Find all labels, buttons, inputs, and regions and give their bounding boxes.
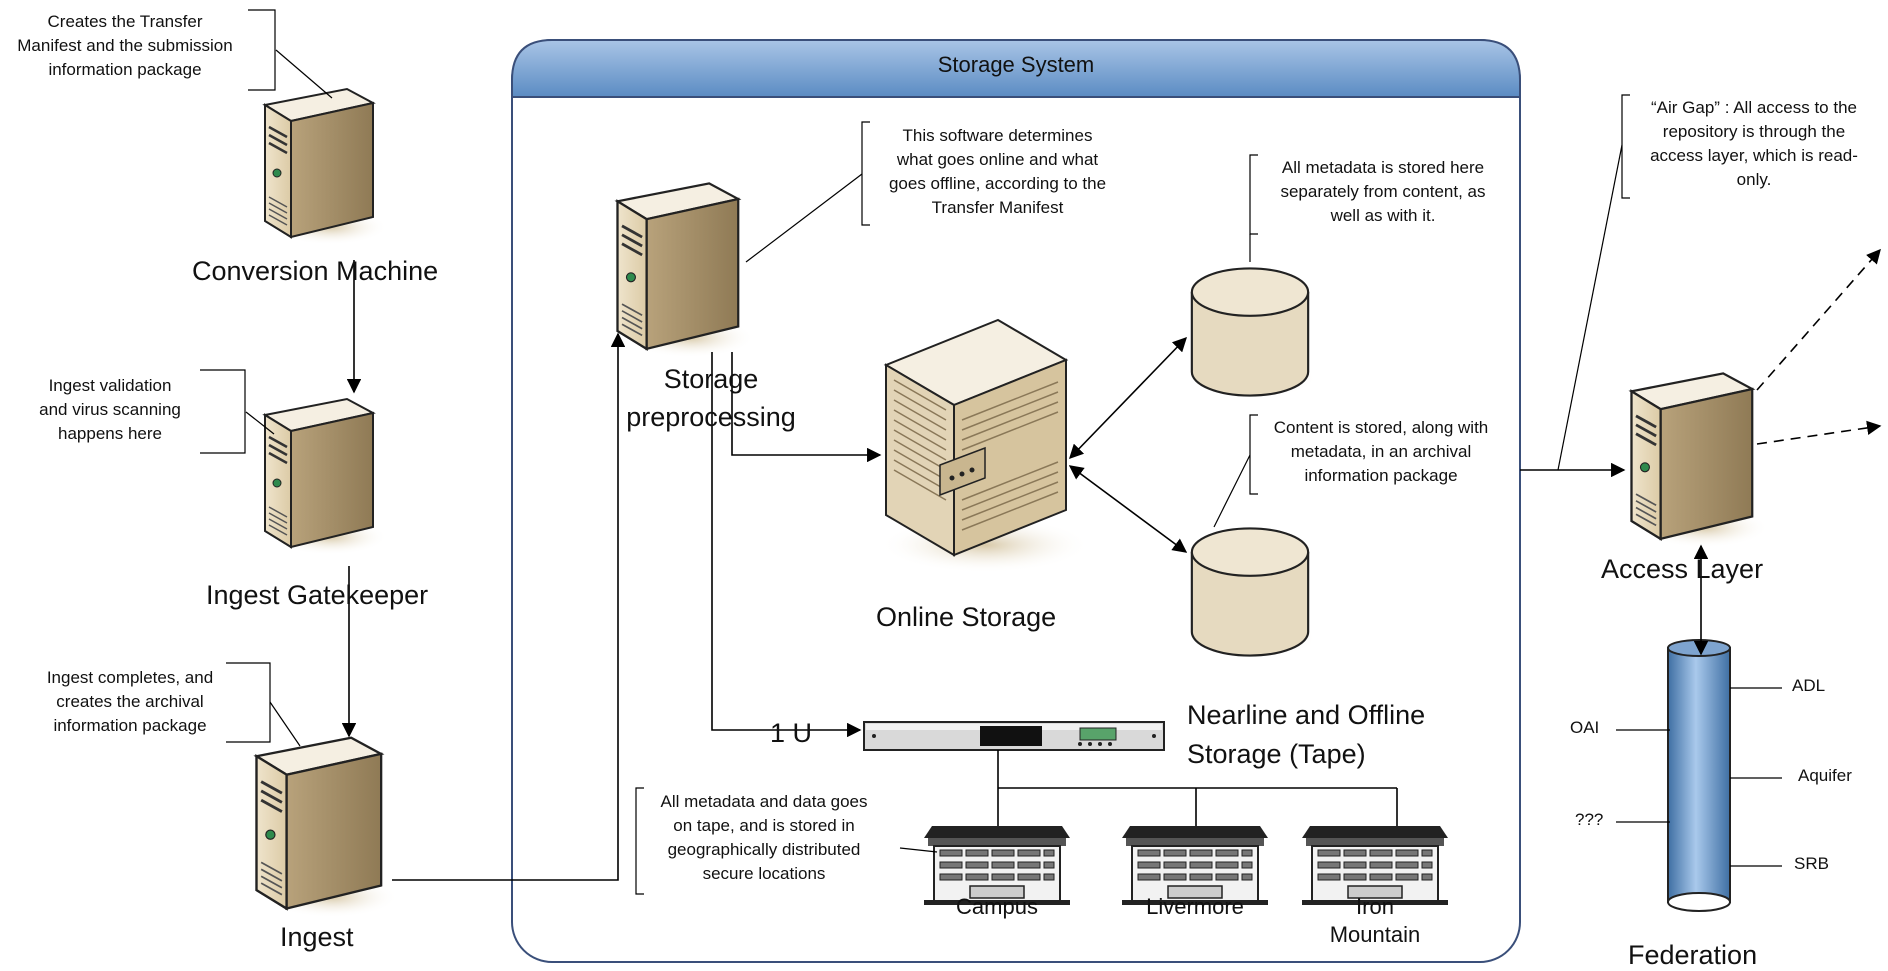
iron-mountain-label-line2: Mountain: [1329, 922, 1421, 947]
federation-member-oai: OAI: [1570, 718, 1600, 737]
federation-member-aquifer: Aquifer: [1798, 766, 1852, 785]
storage-preprocessing-label-line1: Storage: [663, 364, 759, 394]
content-database-icon: [1190, 527, 1315, 659]
access-layer-server-icon: [1630, 371, 1768, 550]
ingest-gatekeeper-label: Ingest Gatekeeper: [206, 580, 429, 610]
storage-system-title: Storage System: [937, 52, 1095, 77]
tape-rack-icon: [863, 721, 1165, 751]
access-layer-label: Access Layer: [1601, 554, 1764, 584]
campus-label: Campus: [956, 894, 1038, 919]
ingest-server-icon: [255, 736, 395, 920]
conversion-machine-label: Conversion Machine: [192, 256, 439, 286]
online-storage-icon: [880, 318, 1090, 573]
metadata-database-icon: [1190, 267, 1315, 399]
connectors: [341, 248, 1882, 881]
online-storage-label: Online Storage: [876, 602, 1057, 632]
nearline-storage-label-line2: Storage (Tape): [1187, 739, 1366, 769]
nearline-storage-label-line1: Nearline and Offline: [1187, 700, 1426, 730]
federation-member-srb: SRB: [1794, 854, 1829, 873]
ingest-gatekeeper-server-icon: [263, 397, 385, 557]
conversion-machine-server-icon: [263, 87, 385, 247]
federation-member-unknown: ???: [1575, 810, 1604, 829]
storage-preprocessing-label-line2: preprocessing: [626, 402, 796, 432]
federation-member-adl: ADL: [1792, 676, 1826, 695]
storage-preprocessing-server-icon: [616, 181, 754, 360]
livermore-label: Livermore: [1146, 894, 1244, 919]
ingest-label: Ingest: [280, 922, 354, 952]
federation-label: Federation: [1628, 940, 1758, 970]
callout-lines: [200, 9, 1782, 895]
rack-unit-label: 1 U: [770, 718, 813, 748]
federation-tube-icon: [1667, 639, 1731, 912]
iron-mountain-label-line1: Iron: [1356, 894, 1394, 919]
